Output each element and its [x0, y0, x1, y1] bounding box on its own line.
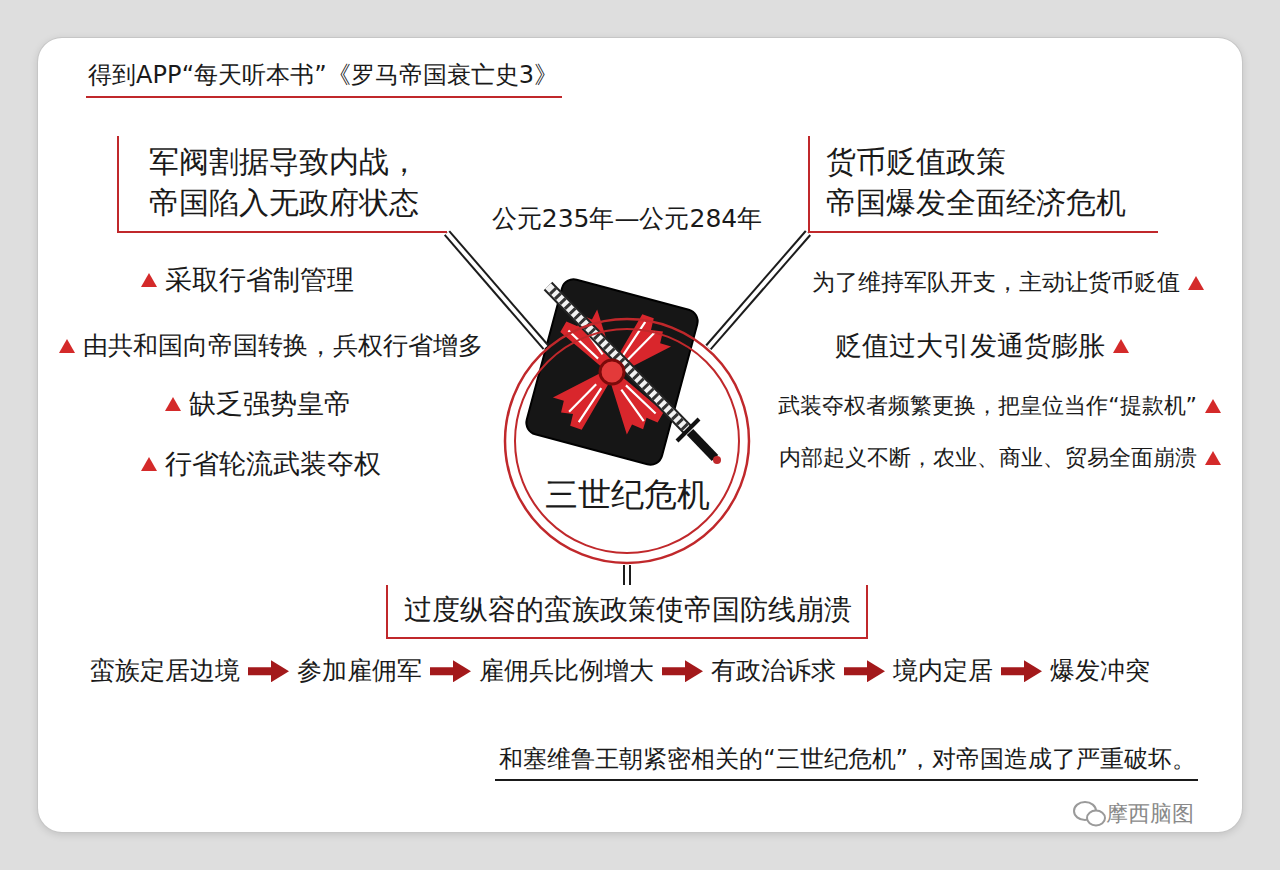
bullet-triangle: [1204, 398, 1222, 414]
sword-blade: [548, 286, 688, 430]
bullet-triangle: [1204, 450, 1222, 466]
shield-boss: [600, 360, 624, 384]
flow-arrow: [430, 667, 453, 675]
flow-step: 有政治诉求: [709, 655, 838, 688]
bullet-triangle: [58, 338, 76, 354]
wechat-icon: [1074, 802, 1105, 826]
shield: [524, 277, 701, 468]
bullet-item: 为了维持军队开支，主动让货币贬值: [812, 268, 1205, 298]
double-connector: [623, 565, 631, 585]
bullet-triangle: [1187, 275, 1205, 291]
bullet-triangle: [1112, 338, 1130, 354]
double-connector: [447, 233, 546, 347]
bullet-triangle: [140, 456, 158, 472]
bullet-item: 行省轮流武装夺权: [140, 446, 381, 481]
shield-body: [524, 277, 701, 468]
central-circle: 公元235年—公元284年三世纪危机: [503, 317, 751, 565]
node-text: 蛮族定居边境: [90, 655, 240, 688]
sword-blade: [552, 290, 686, 428]
bullet-text: 贬值过大引发通货膨胀: [835, 328, 1105, 363]
node-text: 货币贬值政策 帝国爆发全面经济危机: [826, 142, 1144, 223]
flow-step: 雇佣兵比例增大: [477, 655, 656, 688]
branch-box: 军阀割据导致内战， 帝国陷入无政府状态: [117, 136, 447, 233]
circle-title: 三世纪危机: [545, 477, 710, 513]
bullet-item: 武装夺权者频繁更换，把皇位当作“提款机”: [778, 392, 1222, 421]
connector-gap: [447, 233, 546, 347]
bullet-triangle: [1205, 399, 1221, 413]
bullet-triangle: [1205, 451, 1221, 465]
bullet-text: 行省轮流武装夺权: [165, 446, 381, 481]
bullet-triangle: [1188, 276, 1204, 290]
sword-pommel: [713, 456, 721, 464]
node-text: 参加雇佣军: [297, 655, 422, 688]
bullet-item: 内部起义不断，农业、商业、贸易全面崩溃: [779, 444, 1222, 473]
flow-arrow: [662, 667, 685, 675]
flow-step: 参加雇佣军: [295, 655, 424, 688]
sword-blade: [548, 286, 688, 430]
caption: 和塞维鲁王朝紧密相关的“三世纪危机”，对帝国造成了严重破坏。: [495, 744, 1198, 781]
node-text: 过度纵容的蛮族政策使帝国防线崩溃: [404, 591, 852, 629]
bullet-triangle: [164, 396, 182, 412]
double-connector: [708, 233, 808, 347]
circle-outline: [503, 317, 751, 565]
watermark-text: 摩西脑图: [1106, 800, 1194, 829]
flow-arrow: [844, 667, 867, 675]
node-text: 爆发冲突: [1050, 655, 1150, 688]
bullet-item: 由共和国向帝国转换，兵权行省增多: [58, 330, 483, 363]
connector-gap: [625, 565, 629, 585]
node-text: 境内定居: [893, 655, 993, 688]
connector-gap: [708, 233, 808, 347]
node-text: 雇佣兵比例增大: [479, 655, 654, 688]
sword-handle: [690, 432, 715, 458]
bullet-text: 采取行省制管理: [165, 262, 354, 297]
bullet-item: 贬值过大引发通货膨胀: [835, 328, 1130, 363]
flow-step: 爆发冲突: [1048, 655, 1152, 688]
date-range: 公元235年—公元284年: [492, 205, 762, 233]
bullet-item: 缺乏强势皇帝: [164, 386, 351, 421]
bullet-item: 采取行省制管理: [140, 262, 354, 297]
watermark: 摩西脑图: [1106, 800, 1194, 829]
bullet-triangle: [59, 339, 75, 353]
bullet-triangle: [140, 272, 158, 288]
node-text: 有政治诉求: [711, 655, 836, 688]
bullet-triangle: [1113, 339, 1129, 353]
bullet-text: 由共和国向帝国转换，兵权行省增多: [83, 330, 483, 363]
bullet-text: 缺乏强势皇帝: [189, 386, 351, 421]
bullet-text: 武装夺权者频繁更换，把皇位当作“提款机”: [778, 392, 1197, 421]
outer-ring: [505, 319, 749, 563]
bullet-text: 为了维持军队开支，主动让货币贬值: [812, 268, 1180, 298]
bullet-text: 内部起义不断，农业、商业、贸易全面崩溃: [779, 444, 1197, 473]
bullet-triangle: [165, 397, 181, 411]
flow-step: 蛮族定居边境: [88, 655, 242, 688]
flow-arrow: [1001, 667, 1024, 675]
branch-box: 过度纵容的蛮族政策使帝国防线崩溃: [386, 585, 868, 639]
bullet-triangle: [141, 273, 157, 287]
branch-box: 货币贬值政策 帝国爆发全面经济危机: [808, 136, 1158, 233]
node-text: 军阀割据导致内战， 帝国陷入无政府状态: [135, 142, 433, 223]
flow-step: 境内定居: [891, 655, 995, 688]
bullet-triangle: [141, 457, 157, 471]
title: 得到APP“每天听本书”《罗马帝国衰亡史3》: [86, 60, 562, 98]
flow-arrow: [248, 667, 271, 675]
inner-ring: [515, 329, 739, 553]
